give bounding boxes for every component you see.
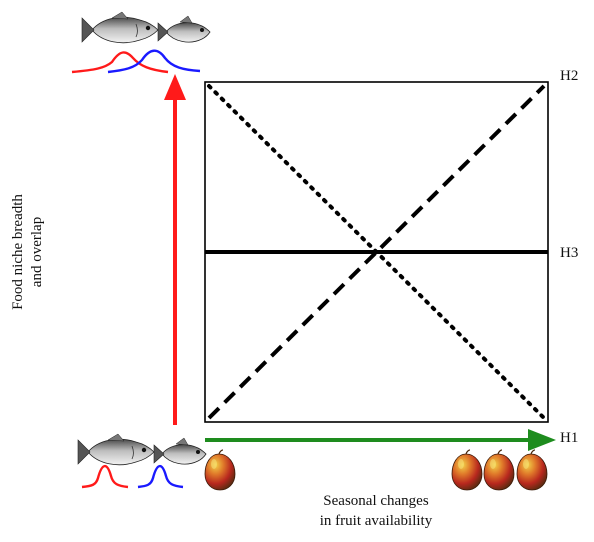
fruit-icon <box>516 449 548 491</box>
fruit-icon <box>483 449 515 491</box>
x-axis-label-line2: in fruit availability <box>320 513 433 529</box>
fish-icon <box>81 11 211 44</box>
bottom-niche-curve-a <box>81 464 129 489</box>
x-axis-arrow-head <box>528 429 556 451</box>
x-axis-label-line1: Seasonal changes <box>323 493 429 509</box>
fish-icon <box>77 433 207 466</box>
h2-label: H2 <box>560 68 578 84</box>
fruit-icon <box>204 449 236 491</box>
h2-line <box>207 84 546 420</box>
h3-label: H3 <box>560 245 578 261</box>
h1-label: H1 <box>560 430 578 446</box>
y-axis-label-line1: Food niche breadth <box>10 194 26 310</box>
y-axis-arrow-head <box>164 74 186 100</box>
top-niche-curve-a <box>71 51 169 74</box>
top-niche-curve-b <box>107 49 201 74</box>
y-axis-label: Food niche breadth and overlap <box>10 194 45 310</box>
fruit-icon <box>451 449 483 491</box>
y-axis-label-line2: and overlap <box>29 217 45 287</box>
bottom-niche-curve-b <box>137 464 184 489</box>
